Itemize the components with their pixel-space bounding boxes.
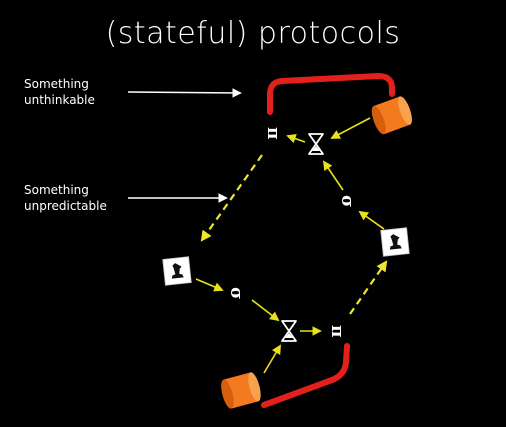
label-line: unpredictable (24, 199, 107, 213)
symbol-sigma-right: σ (337, 195, 357, 208)
chess-piece-card-icon (162, 256, 192, 286)
label-line: Something (24, 183, 89, 197)
symbol-pi-top: π (263, 127, 283, 139)
label-line: Something (24, 77, 89, 91)
dashed-arrow-pi-to-player-right (349, 260, 388, 315)
label-line: unthinkable (24, 93, 95, 107)
symbol-sigma-left: σ (226, 287, 246, 300)
arrow-sigma-to-hourglass-top (322, 160, 344, 191)
arrow-sigma-to-hourglass-bottom (251, 299, 280, 322)
symbol-pi-bottom: π (327, 325, 347, 337)
red-bracket-top (267, 73, 395, 115)
arrow-cylinder-to-hourglass-top (330, 117, 371, 139)
slide-title: (stateful) protocols (105, 16, 401, 51)
hourglass-icon (281, 320, 297, 342)
database-cylinder-icon (371, 96, 412, 135)
dashed-arrow-pi-to-player-left (200, 154, 263, 242)
arrow-player-to-sigma-right (358, 210, 385, 230)
arrow-cylinder-to-hourglass-bottom (263, 344, 281, 374)
arrow-player-to-sigma-left (195, 278, 224, 292)
arrow-hourglass-to-pi-top (286, 134, 306, 144)
label-something-unthinkable: Something unthinkable (24, 76, 95, 108)
chess-piece-card-icon (380, 227, 410, 257)
database-cylinder-icon (221, 372, 261, 409)
red-bracket-bottom (261, 343, 350, 408)
label-something-unpredictable: Something unpredictable (24, 182, 107, 214)
hourglass-icon (308, 133, 324, 155)
pointer-arrow-unthinkable (127, 88, 242, 98)
